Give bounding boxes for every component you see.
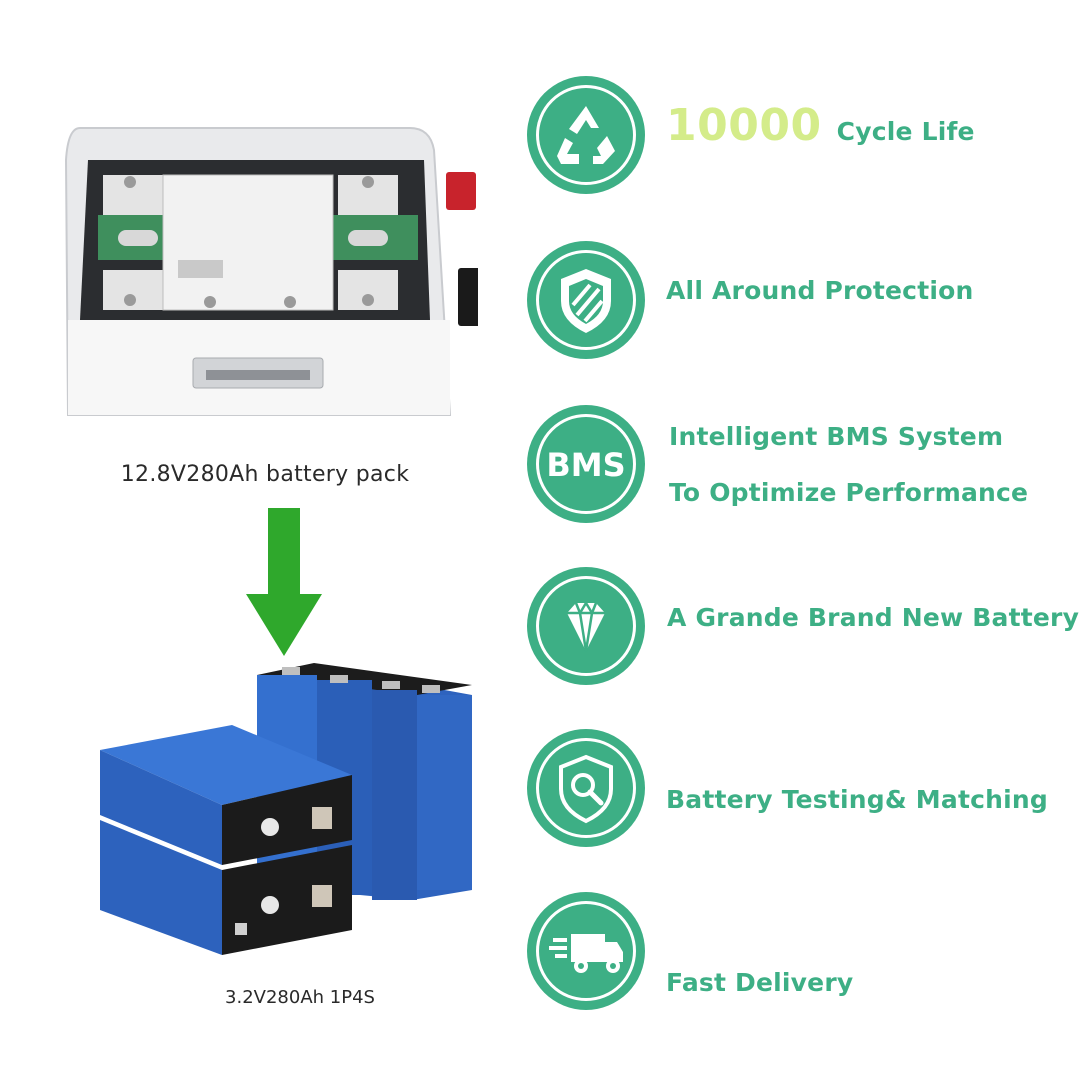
feature-cycle-life-badge [527, 76, 645, 194]
bms-icon-text: BMS [546, 446, 625, 484]
truck-icon [549, 934, 623, 973]
feature-protection-label: All Around Protection [666, 276, 974, 305]
diamond-icon [567, 600, 605, 652]
feature-testing-badge [527, 729, 645, 847]
feature-brand-new-badge [527, 567, 645, 685]
feature-protection-badge [527, 241, 645, 359]
down-arrow-icon [246, 508, 322, 658]
battery-pack-image [58, 120, 492, 430]
shield-search-icon [559, 754, 613, 824]
battery-cells-caption: 3.2V280Ah 1P4S [225, 987, 375, 1008]
feature-cycle-life-text: 10000 Cycle Life [666, 100, 975, 151]
bms-badge-icon: BMS [546, 446, 625, 484]
feature-bms-badge: BMS [527, 405, 645, 523]
shield-icon [561, 269, 611, 333]
feature-bms-line2: To Optimize Performance [669, 478, 1029, 507]
feature-delivery-badge [527, 892, 645, 1010]
feature-delivery-label: Fast Delivery [666, 968, 854, 997]
feature-testing-label: Battery Testing& Matching [666, 785, 1048, 814]
feature-bms-line1: Intelligent BMS System [669, 422, 1004, 451]
battery-pack-caption: 12.8V280Ah battery pack [120, 462, 410, 487]
feature-brand-new-label: A Grande Brand New Battery [667, 603, 1080, 632]
recycle-icon [557, 106, 615, 164]
battery-cells-image [92, 655, 472, 980]
cycle-life-label: Cycle Life [836, 117, 975, 146]
cycle-count: 10000 [666, 100, 822, 151]
